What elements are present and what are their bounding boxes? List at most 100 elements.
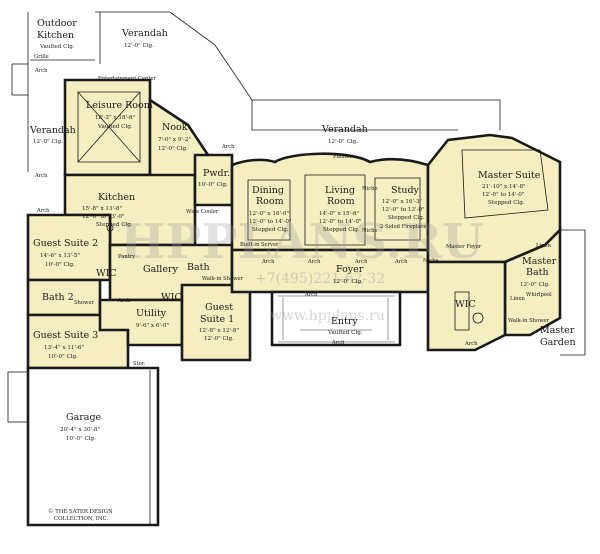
arch-label-4: Arch: [221, 144, 235, 150]
wic-label-g2: WIC: [96, 268, 117, 279]
study-dim-3: Stepped Clg.: [388, 215, 425, 221]
utility-dim: 9'-6" x 6'-0": [136, 323, 169, 329]
storage-label: Stor.: [133, 361, 146, 367]
guest-suite-3-label: Guest Suite 3: [33, 330, 98, 341]
master-wic-label: WIC: [455, 299, 476, 310]
niche-label-3: Niche: [423, 258, 439, 264]
wine-cooler-label: Wine Cooler: [186, 209, 219, 215]
master-suite-dim-2: 12'-0" to 14'-0": [482, 192, 525, 198]
living-dim-1: 14'-0" x 15'-8": [319, 211, 359, 217]
guest-suite-1-label-1: Guest: [205, 302, 233, 313]
guest-suite-1-dim-2: 12'-0" Clg.: [204, 336, 234, 342]
arch-label-7: Arch: [354, 259, 368, 265]
guest-suite-1-area: [180, 283, 252, 362]
tub-icon: [472, 312, 484, 324]
nook-dim-1: 7'-0" x 9'-2": [158, 137, 191, 143]
study-label: Study: [391, 185, 420, 196]
entry-label: Entry: [331, 316, 358, 327]
arch-label-2: Arch: [34, 173, 48, 179]
arch-label-11: Arch: [464, 341, 478, 347]
nook-dim-2: 12'-0" Clg.: [158, 146, 188, 152]
verandah-outlines: [11, 11, 501, 172]
leisure-room-label: Leisure Room: [86, 100, 153, 111]
guest-suite-2-dim-2: 10'-0" Clg.: [45, 262, 75, 268]
verandah-center-label: Verandah: [321, 124, 368, 135]
pantry-label: Pantry: [118, 254, 135, 260]
master-bath-dim: 12'-0" Clg.: [520, 282, 550, 288]
copyright-line-1: © THE SATER DESIGN: [48, 508, 113, 515]
grille-label: Grille: [34, 54, 49, 60]
verandah-top-label: Verandah: [121, 28, 168, 39]
master-garden-label-2: Garden: [540, 337, 576, 348]
powder-room-area: [193, 153, 234, 207]
guest-suite-2-dim-1: 14'-6" x 13'-5": [40, 253, 80, 259]
dining-label-1: Dining: [252, 185, 284, 196]
master-garden-wall: [560, 229, 586, 356]
dining-label-2: Room: [256, 196, 284, 207]
niche-label-2: Niche: [362, 228, 378, 234]
guest-suite-1-dim-1: 12'-8" x 12'-8": [199, 328, 239, 334]
entry-dim: Vaulted Clg.: [327, 330, 363, 336]
wic-label-g1: WIC: [161, 292, 182, 303]
foyer-label: Foyer: [336, 264, 364, 275]
verandah-top-dim: 12'-0" Clg.: [124, 43, 154, 49]
study-dim-1: 12'-0" x 16'-3": [382, 199, 422, 205]
verandah-center-dim: 12'-0" Clg.: [328, 139, 358, 145]
arch-label-6: Arch: [307, 259, 321, 265]
dining-dim-3: Stepped Clg.: [252, 227, 289, 233]
linen-label-2: Linen: [510, 296, 526, 302]
entry-grid: [278, 295, 395, 343]
fireplace-label: 2-Sided Fireplace: [380, 224, 426, 230]
nook-label: Nook: [162, 122, 188, 133]
bath-2-shower-label: Shower: [74, 300, 95, 306]
master-wic-area: [426, 260, 507, 352]
living-label-1: Living: [325, 185, 355, 196]
niche-label-1: Niche: [362, 186, 378, 192]
master-bath-label-2: Bath: [526, 267, 549, 278]
kitchen-label: Kitchen: [98, 192, 135, 203]
master-suite-dim-1: 21'-10" x 14'-8": [482, 184, 526, 190]
utility-label: Utility: [136, 308, 167, 319]
powder-dim: 10'-0" Clg.: [198, 182, 228, 188]
verandah-left-label: Verandah: [29, 125, 76, 136]
master-foyer-label: Master Foyer: [446, 244, 482, 250]
master-bath-label-1: Master: [522, 256, 557, 267]
ceiling-outlines: [77, 91, 549, 246]
powder-label: Pwdr.: [203, 168, 230, 179]
watermark-url: www.hpplans.ru: [270, 308, 385, 324]
arch-label-12: Arch: [117, 298, 131, 304]
arch-label-9: Arch: [304, 292, 318, 298]
walk-in-shower-label: Walk-in Shower: [508, 318, 550, 324]
entertainment-label: Entertainment Center: [98, 76, 157, 82]
garage-side-door: [7, 371, 29, 423]
dining-dim-2: 12'-0" to 14'-0": [249, 219, 292, 225]
leisure-room-dim-2: Vaulted Clg.: [97, 124, 133, 130]
bath-2-label: Bath 2: [42, 292, 74, 303]
garage-area: [26, 366, 160, 527]
master-garden-label-1: Master: [540, 325, 575, 336]
living-dim-2: 12'-0" to 14'-0": [319, 219, 362, 225]
verandah-left-dim: 12'-0" Clg.: [33, 139, 63, 145]
watermark-phone: +7(495)221-62-32: [255, 271, 385, 287]
arch-label-8: Arch: [394, 259, 408, 265]
study-dim-2: 12'-0" to 13'-0": [382, 207, 425, 213]
kitchen-dim-1: 15'-8" x 13'-8": [82, 206, 122, 212]
gallery-label: Gallery: [143, 264, 178, 275]
garage-dim-1: 20'-4" x 30'-8": [60, 427, 100, 433]
kitchen-dim-3: Stepped Clg.: [96, 222, 133, 228]
living-dim-3: Stepped Clg.: [323, 227, 360, 233]
g1-shower-label: Walk-in Shower: [202, 276, 244, 282]
entry-area: [270, 290, 402, 347]
leisure-room-dim-1: 18'-2" x 18'-8": [95, 115, 135, 121]
kitchen-dim-2: 12'-0" to 13'-0": [82, 214, 125, 220]
house-walls: [26, 78, 562, 527]
dining-dim-1: 12'-0" x 16'-0": [249, 211, 289, 217]
living-label-2: Room: [327, 196, 355, 207]
island-sink-icon: [106, 224, 114, 232]
outdoor-kitchen-dim: Vaulted Clg.: [39, 44, 75, 50]
planter-label: Planter: [333, 154, 353, 160]
garage-label: Garage: [66, 412, 102, 423]
outdoor-kitchen-label-2: Kitchen: [37, 30, 74, 41]
foyer-dim: 12'-0" Clg.: [333, 279, 363, 285]
